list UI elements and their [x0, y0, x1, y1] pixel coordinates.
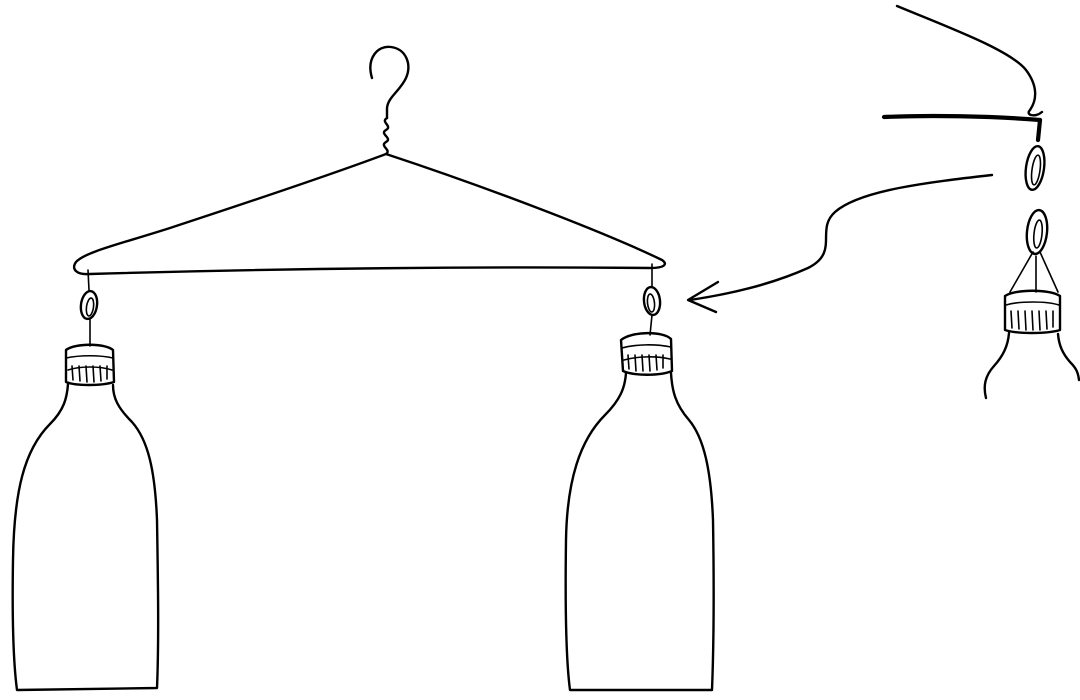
paper-clip-icon	[79, 290, 99, 346]
arrow-shaft	[690, 175, 992, 300]
bottle-icon	[13, 345, 159, 690]
paper-clip-icon	[1023, 145, 1047, 191]
table-top-curve	[897, 6, 1042, 115]
hanger-left-end	[88, 270, 89, 290]
table-edge-icon	[884, 6, 1042, 140]
bottle-body	[13, 384, 159, 690]
paper-clip-icon	[1025, 209, 1049, 255]
table-edge-stub	[1038, 120, 1040, 140]
bottle-icon	[566, 333, 714, 690]
hanger-frame	[74, 154, 665, 274]
arrow-icon	[688, 175, 992, 312]
paper-clip-icon	[643, 286, 662, 335]
table-edge-line	[884, 116, 1040, 120]
bottle-icon	[985, 252, 1079, 398]
hanger-icon	[74, 47, 665, 290]
bottle-body	[566, 373, 714, 690]
hanger-twist	[384, 118, 388, 154]
bottle-body	[985, 333, 1009, 398]
hanger-hook	[370, 47, 408, 118]
